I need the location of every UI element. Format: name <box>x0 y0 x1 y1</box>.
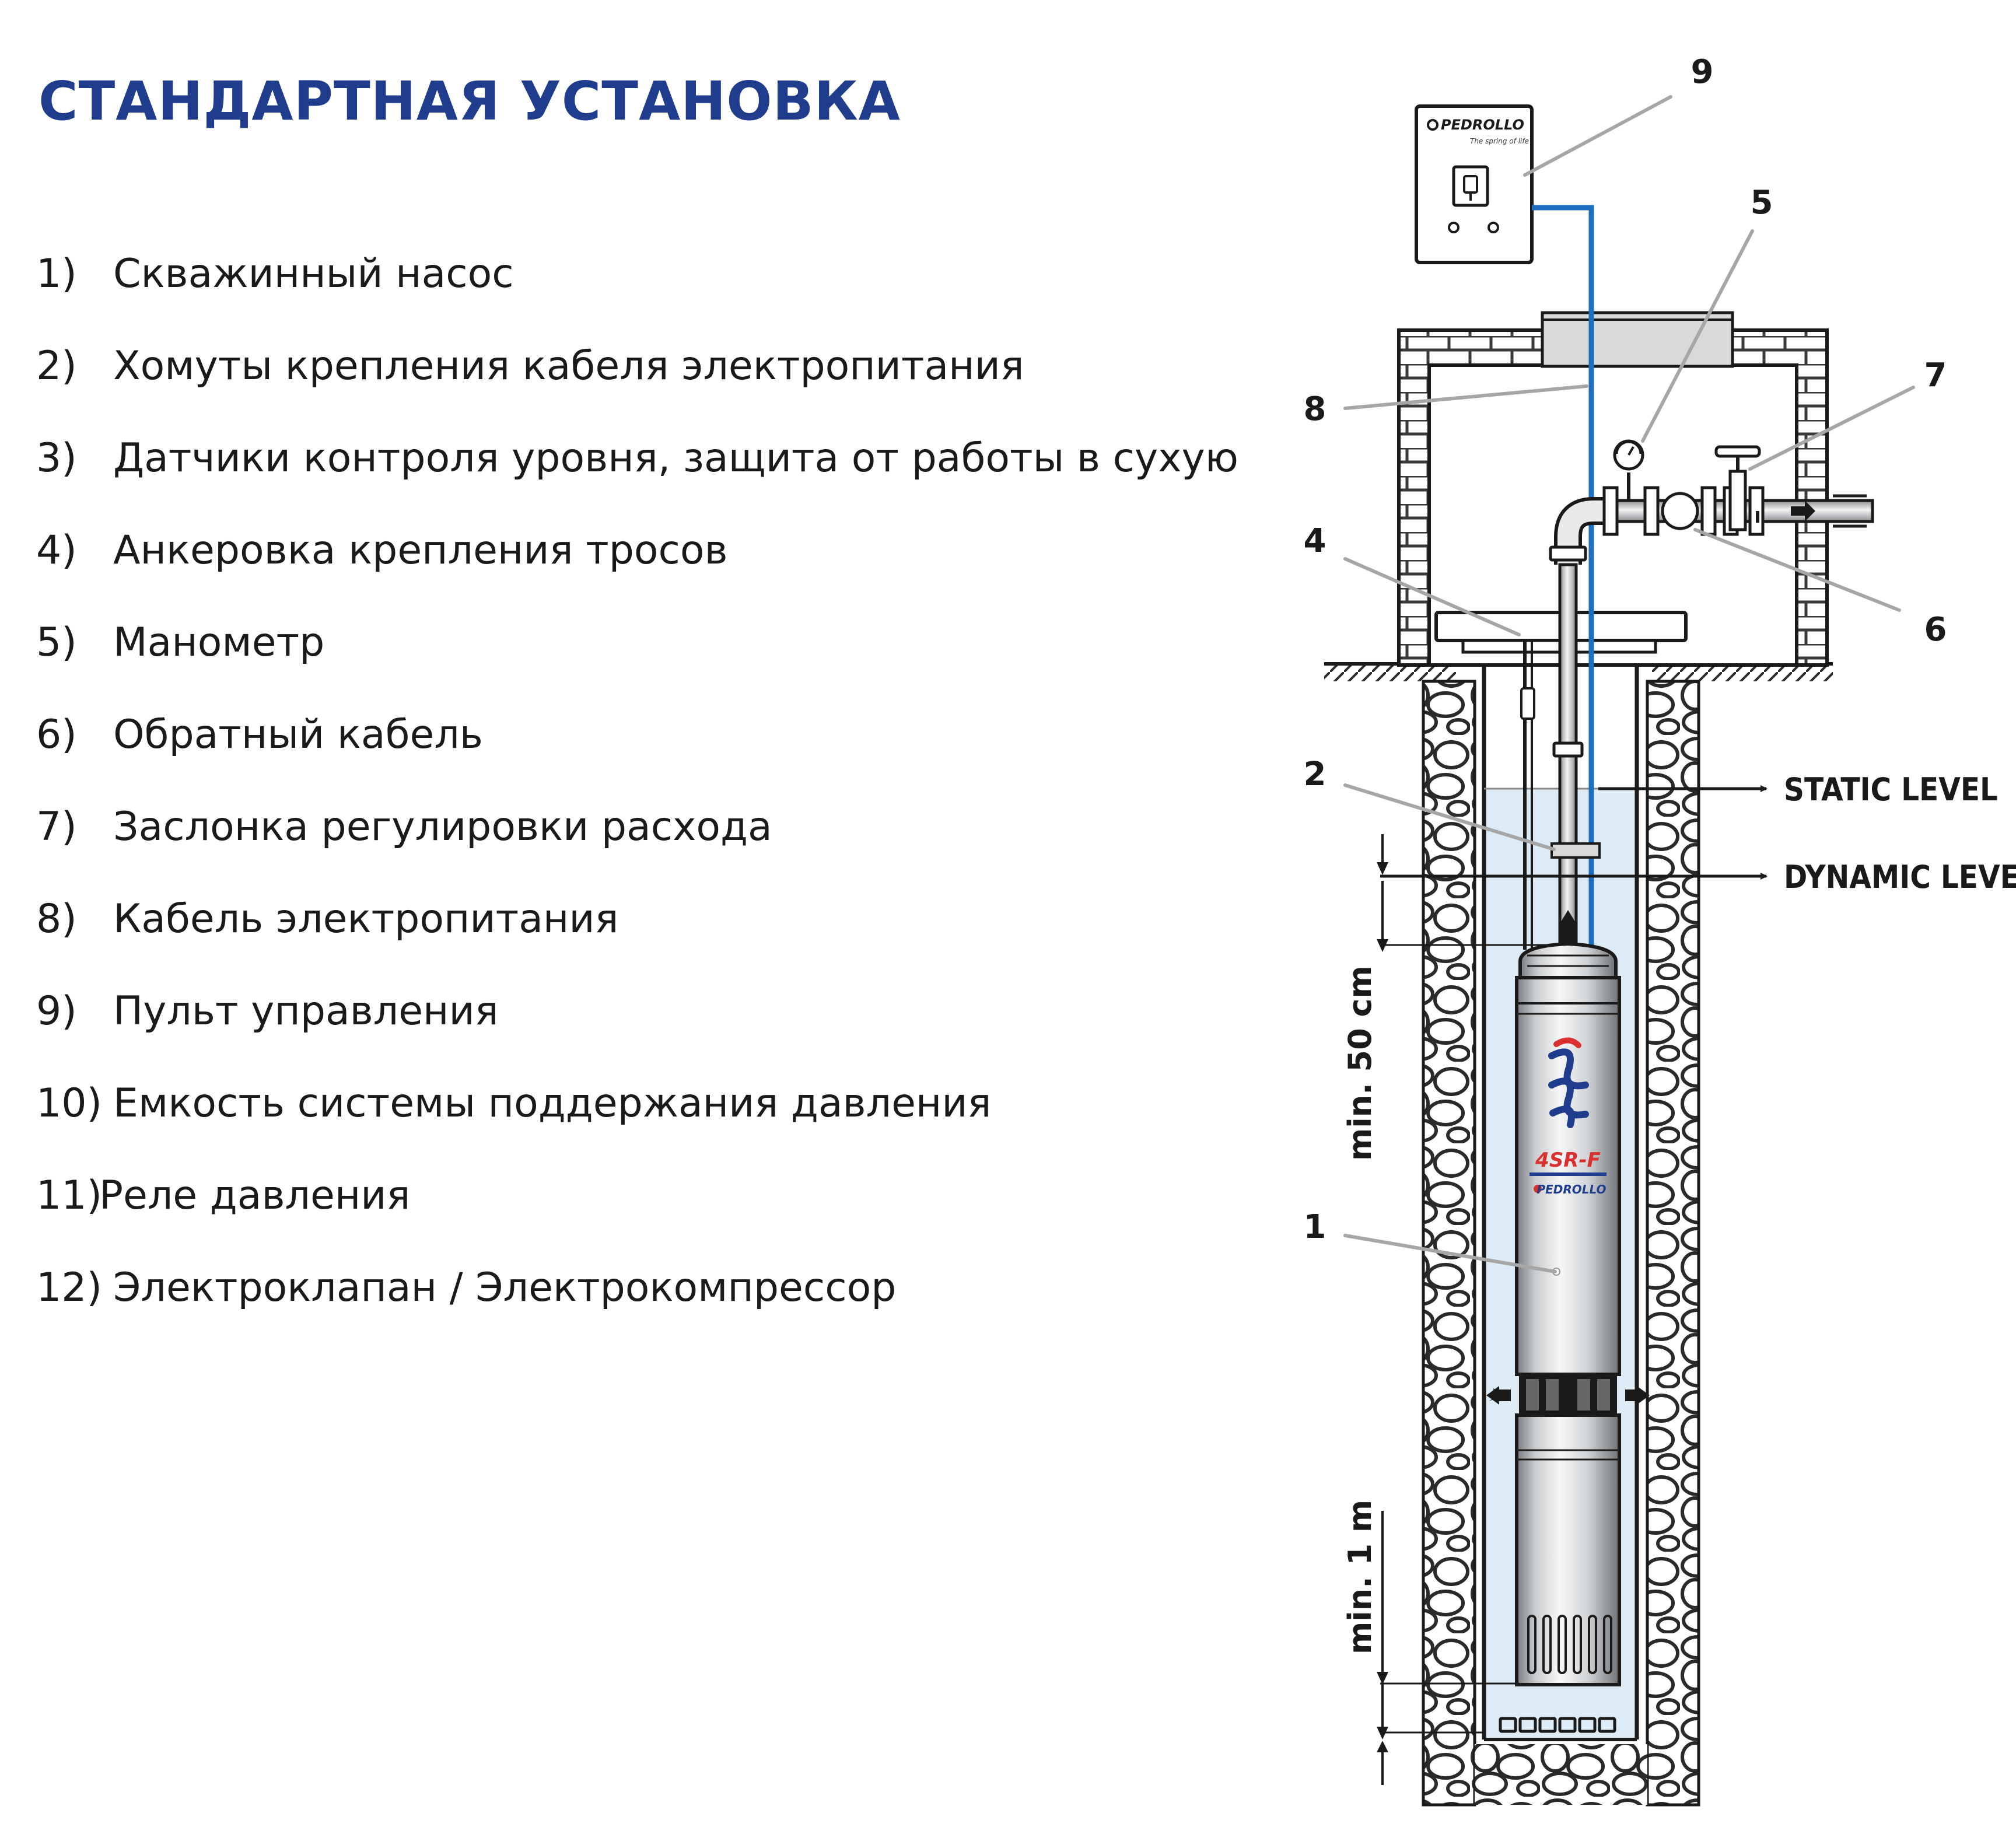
legend-number: 11) <box>36 1172 103 1219</box>
manometer <box>1613 439 1644 501</box>
legend-number: 5) <box>36 619 77 666</box>
legend-number: 10) <box>36 1080 103 1126</box>
cable-clamp <box>1550 842 1601 859</box>
legend-item: 8) Кабель электропитания <box>36 873 1320 965</box>
dynamic-level-marker: DYNAMIC LEVEL <box>1380 859 2016 895</box>
static-level-label: STATIC LEVEL <box>1784 771 1998 808</box>
leader-6 <box>1693 528 1901 612</box>
legend-number: 9) <box>36 988 77 1034</box>
control-panel: PEDROLLO The spring of life <box>1415 104 1534 264</box>
legend-item: 9) Пульт управления <box>36 965 1320 1057</box>
legend-number: 8) <box>36 895 77 942</box>
legend-item: 4) Анкеровка крепления тросов <box>36 504 1320 596</box>
pipe-flange <box>1700 486 1717 536</box>
legend-item: 3) Датчики контроля уровня, защита от раб… <box>36 412 1320 504</box>
legend-label: Скважинный насос <box>113 250 514 297</box>
callout-6: 6 <box>1924 611 1947 649</box>
legend-number: 6) <box>36 711 77 758</box>
leader-5 <box>1641 229 1754 443</box>
callout-1: 1 <box>1304 1208 1326 1246</box>
well-installation-diagram: PEDROLLO The spring of life <box>1304 53 2016 1807</box>
legend-item: 1) Скважинный насос <box>36 228 1320 320</box>
legend-number: 4) <box>36 527 77 573</box>
legend-label: Электроклапан / Электрокомпрессор <box>113 1264 897 1311</box>
outflow-arrow <box>1791 494 1867 528</box>
pump-brand-label: PEDROLLO <box>1536 1182 1606 1196</box>
legend-label: Датчики контроля уровня, защита от работ… <box>113 435 1238 481</box>
legend-item: 10)Емкость системы поддержания давления <box>36 1057 1320 1149</box>
legend-label: Заслонка регулировки расхода <box>113 803 772 850</box>
legend-label: Реле давления <box>99 1172 411 1219</box>
legend-item: 7) Заслонка регулировки расхода <box>36 780 1320 873</box>
legend-label: Хомуты крепления кабеля электропитания <box>113 342 1024 389</box>
legend-label: Кабель электропитания <box>113 895 619 942</box>
control-panel-tagline: The spring of life <box>1470 137 1529 145</box>
callout-numbers: 9 5 7 8 4 6 2 1 <box>1304 53 1947 1246</box>
legend-label: Пульт управления <box>113 988 499 1034</box>
legend-number: 7) <box>36 803 77 850</box>
legend-item: 11)Реле давления <box>36 1149 1320 1241</box>
dimension-min-1m: min. 1 m <box>1342 1500 1388 1785</box>
flow-up-arrow <box>1561 910 1575 922</box>
dynamic-level-label: DYNAMIC LEVEL <box>1784 859 2016 895</box>
legend-number: 3) <box>36 435 77 481</box>
rope-anchor <box>1520 687 1535 720</box>
check-valve <box>1661 492 1699 530</box>
pump-logo-icon <box>1548 1037 1589 1128</box>
borehole-gravel <box>1422 680 1700 1807</box>
hatch-cover <box>1541 311 1734 368</box>
control-panel-brand: PEDROLLO <box>1441 117 1524 133</box>
legend-label: Анкеровка крепления тросов <box>113 527 728 573</box>
callout-8: 8 <box>1304 390 1326 428</box>
legend-list: 1) Скважинный насос 2) Хомуты крепления ка… <box>36 228 1320 1334</box>
valve-handwheel <box>1714 445 1761 458</box>
well-screen-slots <box>1499 1717 1616 1733</box>
static-level-marker: STATIC LEVEL <box>1598 771 1998 808</box>
leader-4 <box>1343 557 1521 636</box>
legend-number: 2) <box>36 342 77 389</box>
page-title: СТАНДАРТНАЯ УСТАНОВКА <box>38 70 901 132</box>
legend-label: Обратный кабель <box>113 711 483 758</box>
callout-7: 7 <box>1924 356 1947 394</box>
callout-leaders <box>1343 95 1915 1273</box>
pipe-flange <box>1549 545 1587 562</box>
pipe-coupling <box>1552 741 1584 758</box>
legend-item: 6) Обратный кабель <box>36 688 1320 780</box>
callout-5: 5 <box>1751 184 1773 222</box>
pipe-flange <box>1643 486 1660 536</box>
leader-8 <box>1343 384 1588 410</box>
pump-model-label: 4SR-F <box>1535 1149 1601 1172</box>
submersible-pump: 4SR-F PEDROLLO <box>1486 942 1650 1686</box>
legend-label: Емкость системы поддержания давления <box>113 1080 992 1126</box>
legend-number: 12) <box>36 1264 103 1311</box>
min-1m-label: min. 1 m <box>1342 1500 1378 1654</box>
indicator-lamp <box>1448 222 1460 233</box>
intake-arrow-icon <box>1637 1386 1650 1405</box>
indicator-lamp <box>1488 222 1499 233</box>
legend-number: 1) <box>36 250 77 297</box>
rising-main-pipe <box>1552 563 1584 949</box>
legend-item: 5) Манометр <box>36 596 1320 688</box>
pipe-flange <box>1602 486 1619 536</box>
callout-9: 9 <box>1691 53 1714 91</box>
pedrollo-logo-icon <box>1427 119 1438 131</box>
min-50cm-label: min. 50 cm <box>1342 965 1378 1161</box>
leader-7 <box>1748 386 1915 471</box>
leader-2 <box>1343 783 1556 851</box>
power-cable <box>1532 205 1594 957</box>
gate-valve <box>1714 445 1761 531</box>
callout-2: 2 <box>1304 755 1326 793</box>
legend-item: 12)Электроклапан / Электрокомпрессор <box>36 1241 1320 1334</box>
dimension-min-50cm: min. 50 cm <box>1342 834 1555 1734</box>
callout-4: 4 <box>1304 522 1326 560</box>
safety-rope <box>1520 640 1535 950</box>
legend-label: Манометр <box>113 619 325 666</box>
leader-9 <box>1523 95 1672 177</box>
leader-1 <box>1343 1234 1557 1273</box>
legend-item: 2) Хомуты крепления кабеля электропитания <box>36 320 1320 412</box>
